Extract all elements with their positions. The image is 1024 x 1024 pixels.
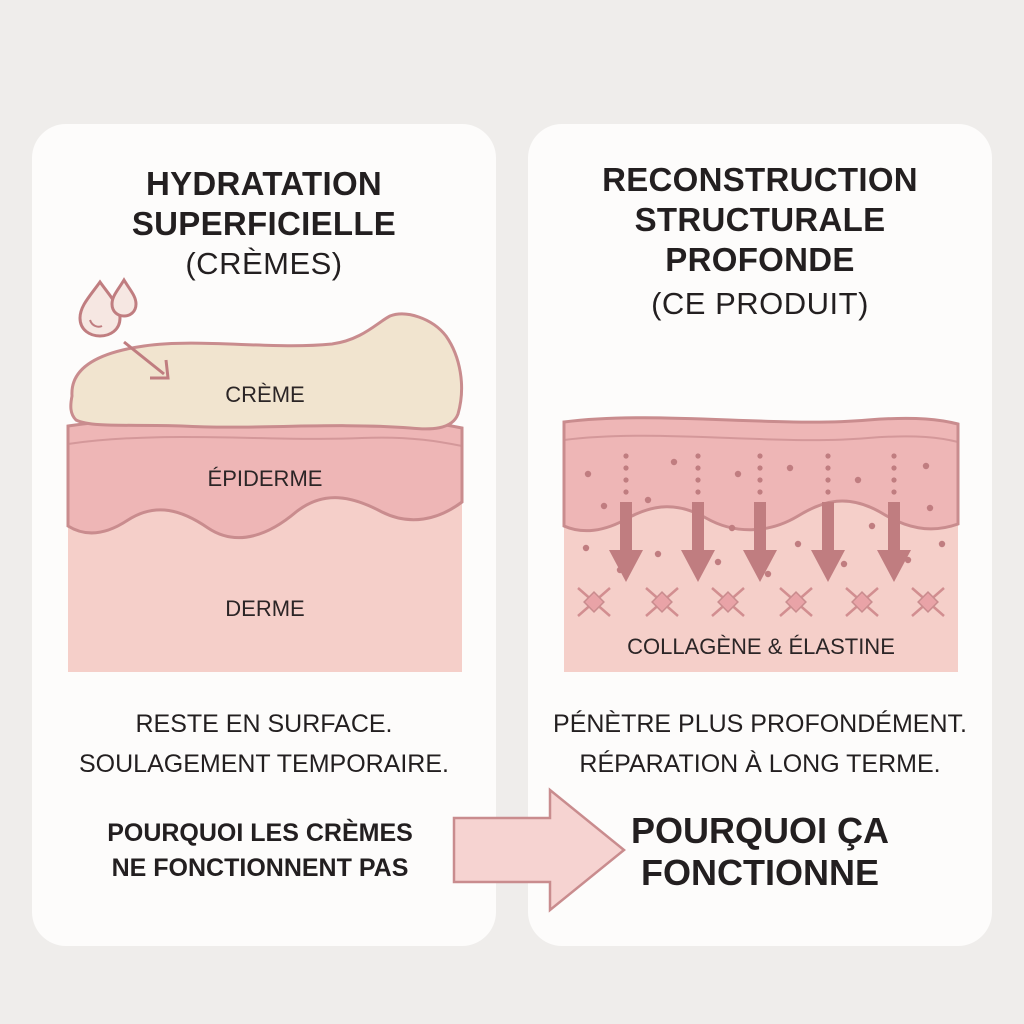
down-arrow-icon <box>811 502 845 582</box>
right-caption: PÉNÈTRE PLUS PROFONDÉMENT. RÉPARATION À … <box>528 704 992 784</box>
left-conclusion: POURQUOI LES CRÈMES NE FONCTIONNENT PAS <box>50 816 470 886</box>
application-arrow-icon <box>123 340 170 380</box>
ingredient-dot <box>600 502 608 510</box>
collagen-node <box>851 591 873 613</box>
down-arrow-icon <box>877 502 911 582</box>
skin-diagram-deep: COLLAGÈNE & ÉLASTINE <box>562 416 960 672</box>
collagen-node <box>583 591 605 613</box>
ingredient-dot <box>670 458 678 466</box>
left-title-line-2: SUPERFICIELLE <box>131 205 397 242</box>
ingredient-dot <box>926 504 934 512</box>
collagen-label: COLLAGÈNE & ÉLASTINE <box>627 634 895 659</box>
ingredient-dot <box>868 522 876 530</box>
collagen-node <box>717 591 739 613</box>
collagen-fibers <box>577 587 945 617</box>
ingredient-dot <box>695 489 701 495</box>
ingredient-dot <box>623 453 629 459</box>
right-arrow-icon <box>452 787 626 913</box>
right-conclusion: POURQUOI ÇA FONCTIONNE <box>610 810 910 894</box>
ingredient-dot <box>714 558 722 566</box>
ingredient-dot <box>764 570 772 578</box>
right-conclusion-line-2: FONCTIONNE <box>641 852 879 893</box>
left-title-line-1: HYDRATATION <box>145 165 383 202</box>
ingredient-dot <box>757 489 763 495</box>
dermis-label: DERME <box>225 596 304 621</box>
epidermis-label: ÉPIDERME <box>208 466 323 491</box>
ingredient-dot <box>938 540 946 548</box>
ingredient-dot <box>794 540 802 548</box>
ingredient-dot <box>922 462 930 470</box>
collagen-node <box>785 591 807 613</box>
right-title-line-2: STRUCTURALE <box>634 201 886 238</box>
collagen-node <box>651 591 673 613</box>
ingredient-dot <box>728 524 736 532</box>
down-arrow-icon <box>743 502 777 582</box>
right-conclusion-line-1: POURQUOI ÇA <box>630 810 889 851</box>
ingredient-dot <box>825 465 831 471</box>
right-title: RECONSTRUCTION STRUCTURALE PROFONDE <box>528 160 992 280</box>
ingredient-dot <box>891 477 897 483</box>
ingredient-dot <box>644 496 652 504</box>
left-caption: RESTE EN SURFACE. SOULAGEMENT TEMPORAIRE… <box>32 704 496 784</box>
left-subtitle: (CRÈMES) <box>185 246 343 281</box>
ingredient-dot <box>891 489 897 495</box>
ingredient-dot <box>891 453 897 459</box>
ingredient-dot <box>623 489 629 495</box>
left-conclusion-line-2: NE FONCTIONNENT PAS <box>111 854 409 882</box>
ingredient-dot <box>695 465 701 471</box>
epidermis-layer-deep <box>562 416 960 533</box>
down-arrow-icon <box>681 502 715 582</box>
left-conclusion-line-1: POURQUOI LES CRÈMES <box>107 819 413 847</box>
ingredient-dot <box>623 465 629 471</box>
right-title-line-1: RECONSTRUCTION <box>602 161 918 198</box>
water-drops-icon <box>78 277 138 338</box>
ingredient-dot <box>757 453 763 459</box>
ingredient-dot <box>582 544 590 552</box>
down-arrow-icon <box>609 502 643 582</box>
card-deep-reconstruction: RECONSTRUCTION STRUCTURALE PROFONDE (CE … <box>528 124 992 946</box>
left-caption-line-2: SOULAGEMENT TEMPORAIRE. <box>79 750 449 778</box>
ingredient-dot <box>623 477 629 483</box>
skin-diagram-cream: CRÈME ÉPIDERME DERME <box>66 277 464 672</box>
ingredient-dot <box>695 477 701 483</box>
ingredient-dot <box>584 470 592 478</box>
collagen-node <box>917 591 939 613</box>
ingredient-dot <box>891 465 897 471</box>
ingredient-dot <box>854 476 862 484</box>
ingredient-dot <box>825 477 831 483</box>
ingredient-dot <box>654 550 662 558</box>
ingredient-dot <box>695 453 701 459</box>
ingredient-dot <box>734 470 742 478</box>
ingredient-dot <box>825 453 831 459</box>
card-surface-hydration: HYDRATATION SUPERFICIELLE (CRÈMES) CRÈME… <box>32 124 496 946</box>
ingredient-dot <box>757 465 763 471</box>
left-title: HYDRATATION SUPERFICIELLE <box>32 164 496 244</box>
right-caption-line-1: PÉNÈTRE PLUS PROFONDÉMENT. <box>553 710 967 738</box>
cream-label: CRÈME <box>225 382 304 407</box>
left-caption-line-1: RESTE EN SURFACE. <box>135 710 393 738</box>
ingredient-dot <box>825 489 831 495</box>
epidermis-top-line <box>67 435 463 447</box>
right-title-line-3: PROFONDE <box>665 241 855 278</box>
right-caption-line-2: RÉPARATION À LONG TERME. <box>579 750 941 778</box>
epidermis-top-line-deep <box>563 434 959 443</box>
ingredient-dot <box>786 464 794 472</box>
ingredient-dot <box>757 477 763 483</box>
cream-layer <box>69 312 464 431</box>
ingredient-dot <box>840 560 848 568</box>
penetration-arrows <box>609 502 911 582</box>
right-subtitle: (CE PRODUIT) <box>651 286 869 321</box>
